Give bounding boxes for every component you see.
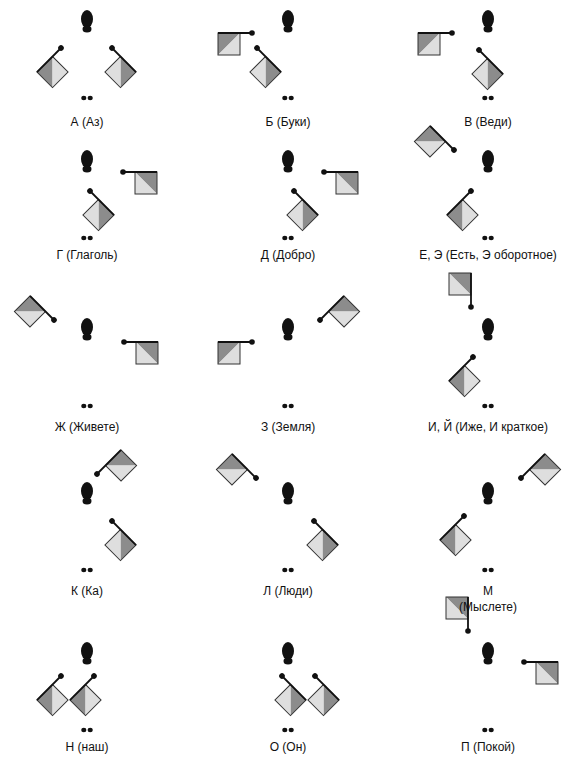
figure-caption: Л (Люди) xyxy=(263,583,313,599)
figure-caption: О (Он) xyxy=(270,739,307,755)
figure-caption: Г (Глаголь) xyxy=(56,247,117,263)
signaller xyxy=(81,318,93,408)
flag xyxy=(447,353,491,397)
signaller xyxy=(282,482,294,572)
semaphore-figure xyxy=(414,124,494,240)
semaphore-figure xyxy=(418,10,505,100)
figure-caption: И, Й (Иже, И краткое) xyxy=(428,419,548,435)
signaller xyxy=(81,482,93,572)
flag xyxy=(449,273,474,310)
signaller xyxy=(482,642,494,732)
flag xyxy=(297,672,341,716)
figure-caption: Н (наш) xyxy=(66,739,109,755)
figure-caption: П (Покой) xyxy=(461,739,515,755)
semaphore-figure xyxy=(447,273,494,408)
signaller xyxy=(282,150,294,240)
figure-caption: В (Веди) xyxy=(464,114,511,130)
flag xyxy=(296,517,340,561)
signaller xyxy=(282,10,294,100)
signaller xyxy=(81,10,93,100)
figure-caption: Б (Буки) xyxy=(266,114,311,130)
figure-caption: М (Мыслете) xyxy=(453,583,523,615)
figure-caption: Ж (Живете) xyxy=(55,419,120,435)
flag xyxy=(316,294,360,338)
figure-caption: Е, Э (Есть, Э оборотное) xyxy=(419,247,557,263)
flag xyxy=(35,672,79,716)
semaphore-figure xyxy=(438,452,561,572)
flag xyxy=(35,44,79,88)
flag xyxy=(72,187,116,231)
flag xyxy=(218,30,255,55)
flag xyxy=(414,124,458,168)
flag xyxy=(418,30,455,55)
flag xyxy=(438,512,482,556)
flag xyxy=(68,672,112,716)
semaphore-figure xyxy=(35,642,112,732)
figure-caption: Д (Добро) xyxy=(261,247,316,263)
semaphore-figure xyxy=(72,150,157,240)
figure-caption: К (Ка) xyxy=(71,583,103,599)
flag xyxy=(94,44,138,88)
flag xyxy=(216,452,260,496)
flag xyxy=(517,452,561,496)
flag xyxy=(14,294,58,338)
signaller xyxy=(482,482,494,572)
signaller xyxy=(482,318,494,408)
semaphore-figure xyxy=(218,294,360,408)
flag xyxy=(218,339,255,364)
signaller xyxy=(81,150,93,240)
flag xyxy=(264,672,308,716)
flag xyxy=(121,339,158,364)
signaller xyxy=(482,150,494,240)
figure-caption: З (Земля) xyxy=(261,419,315,435)
semaphore-figure xyxy=(264,642,341,732)
flag xyxy=(321,169,358,194)
flag xyxy=(521,659,558,684)
semaphore-figure xyxy=(216,452,340,572)
semaphore-figure xyxy=(276,150,358,240)
flag xyxy=(120,169,157,194)
flag xyxy=(461,46,505,90)
flag xyxy=(94,517,138,561)
flag xyxy=(445,187,489,231)
semaphore-figure xyxy=(14,294,158,408)
flag xyxy=(276,187,320,231)
semaphore-figure xyxy=(446,597,558,732)
semaphore-figure xyxy=(218,10,294,100)
figure-caption: А (Аз) xyxy=(71,114,104,130)
semaphore-figure xyxy=(81,448,138,572)
flag xyxy=(93,448,137,492)
signaller xyxy=(282,318,294,408)
flag xyxy=(239,44,283,88)
semaphore-figure xyxy=(35,10,138,100)
